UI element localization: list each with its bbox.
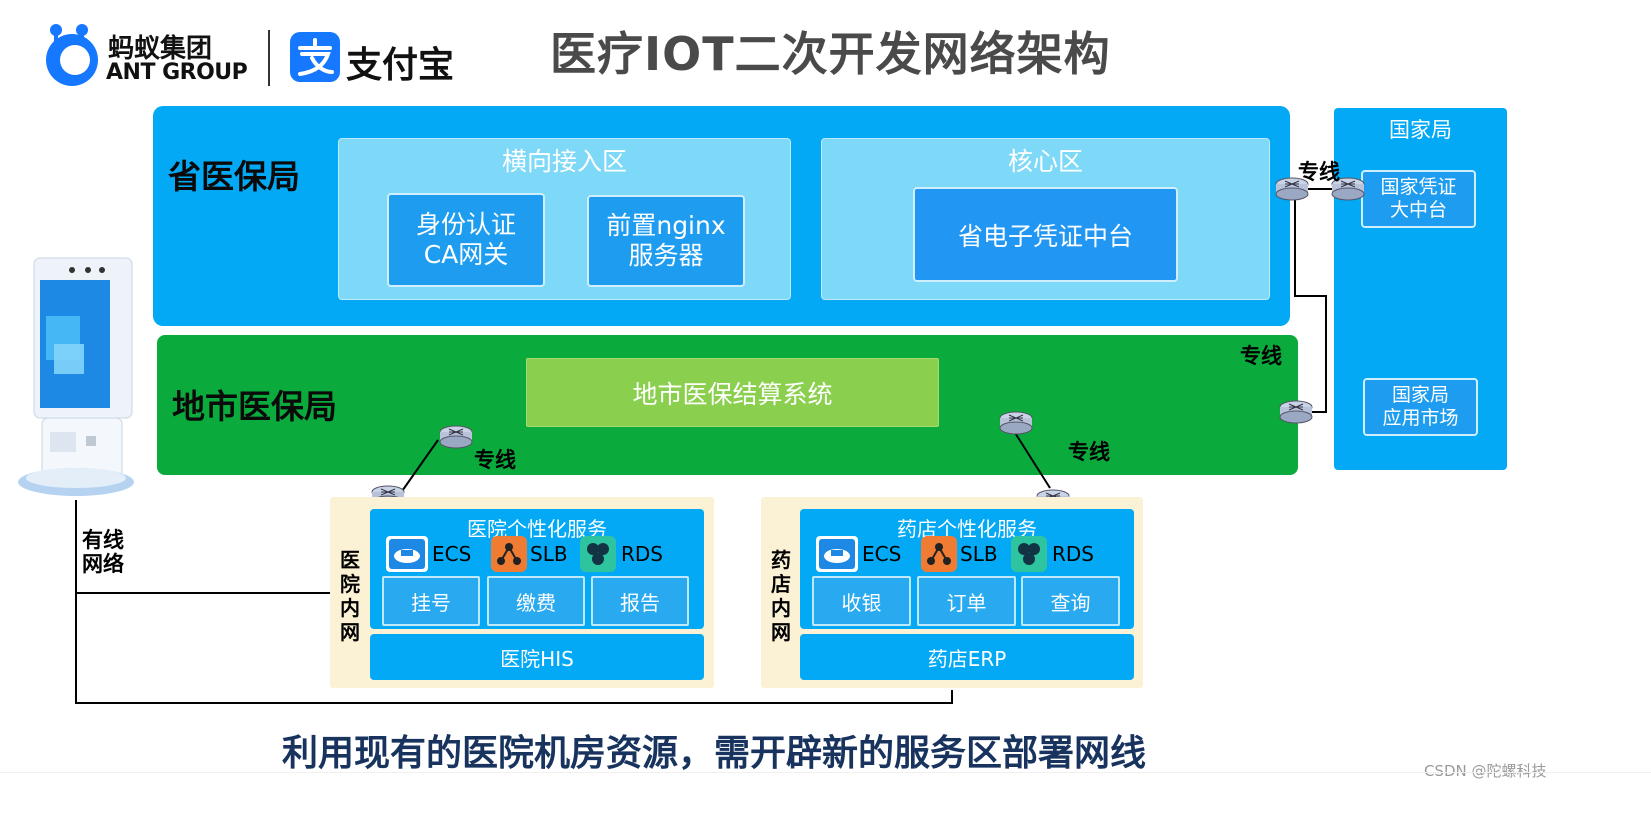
hospital-side-label: 医 院 内 网: [340, 548, 360, 644]
logo-divider: [268, 30, 270, 86]
kiosk-illustration: [18, 257, 134, 496]
nginx-line1: 前置nginx: [606, 211, 726, 240]
icon-label: SLB: [960, 542, 998, 566]
nginx-box: 前置nginx 服务器: [587, 195, 745, 287]
ca-gateway-line2: CA网关: [423, 240, 509, 269]
ant-en-text: ANT GROUP: [106, 60, 248, 85]
query-cell: 查询: [1021, 576, 1120, 626]
national-market-line1: 国家局: [1391, 384, 1449, 406]
wired-line1: 有线: [82, 528, 124, 552]
pharmacy-side-label: 药 店 内 网: [771, 548, 791, 644]
dedicated-line-label: 专线: [1298, 160, 1340, 184]
ecs-icon: [816, 536, 858, 572]
router-icon: [999, 411, 1033, 435]
alipay-logo: 支付宝: [290, 32, 460, 86]
province-label: 省医保局: [168, 157, 300, 196]
wired-network-label: 有线 网络: [82, 528, 124, 576]
ant-cn-text: 蚂蚁集团: [108, 34, 213, 64]
router-icon: [1279, 400, 1313, 424]
router-icon: [1331, 177, 1365, 201]
dedicated-line-label: 专线: [474, 448, 516, 472]
router-icon: [439, 425, 473, 449]
side-char: 内: [771, 596, 791, 620]
bottom-rule: [0, 772, 1651, 773]
ecs-icon: [386, 536, 428, 572]
ant-logo-icon: [46, 24, 98, 86]
side-char: 内: [340, 596, 360, 620]
ca-gateway-line1: 身份认证: [415, 210, 516, 239]
nginx-line2: 服务器: [628, 241, 704, 270]
ca-gateway-box: 身份认证 CA网关: [387, 193, 545, 287]
ant-group-logo: 蚂蚁集团 ANT GROUP: [42, 22, 252, 92]
side-char: 医: [340, 548, 360, 572]
icon-label: ECS: [862, 542, 902, 566]
national-credential-box: 国家凭证 大中台: [1361, 170, 1476, 228]
province-credential-box: 省电子凭证中台: [913, 187, 1178, 282]
wired-line2: 网络: [82, 552, 124, 576]
hospital-his-box: 医院HIS: [370, 634, 704, 680]
payment-cell: 缴费: [487, 576, 585, 626]
side-char: 院: [340, 572, 360, 596]
city-settlement-box: 地市医保结算系统: [526, 358, 939, 427]
slb-icon: [491, 536, 527, 572]
side-char: 店: [771, 572, 791, 596]
slb-icon: [921, 536, 957, 572]
alipay-icon: [290, 32, 340, 82]
cashier-cell: 收银: [812, 576, 911, 626]
national-title: 国家局: [1389, 118, 1452, 142]
icon-label: RDS: [621, 542, 663, 566]
page-title: 医疗IOT二次开发网络架构: [550, 27, 1111, 81]
router-icon: [1275, 177, 1309, 201]
bottom-caption: 利用现有的医院机房资源，需开辟新的服务区部署网线: [282, 733, 1147, 774]
icon-label: ECS: [432, 542, 472, 566]
access-zone-title: 横向接入区: [501, 147, 627, 176]
order-cell: 订单: [917, 576, 1016, 626]
report-cell: 报告: [591, 576, 689, 626]
register-cell: 挂号: [382, 576, 480, 626]
dedicated-line-label: 专线: [1068, 440, 1110, 464]
watermark: CSDN @陀螺科技: [1424, 762, 1547, 780]
core-zone-title: 核心区: [1007, 147, 1083, 176]
icon-label: RDS: [1052, 542, 1094, 566]
national-credential-line2: 大中台: [1389, 199, 1447, 221]
rds-icon: [1011, 536, 1047, 572]
alipay-text: 支付宝: [346, 45, 455, 86]
pharmacy-erp-box: 药店ERP: [800, 634, 1134, 680]
national-market-box: 国家局 应用市场: [1363, 378, 1478, 436]
rds-icon: [580, 536, 616, 572]
side-char: 药: [771, 548, 791, 572]
city-label: 地市医保局: [172, 387, 337, 426]
kiosk-device: [14, 256, 138, 501]
dedicated-line-label: 专线: [1240, 344, 1282, 368]
national-link-line: [1294, 190, 1327, 413]
side-char: 网: [771, 620, 791, 644]
icon-label: SLB: [530, 542, 568, 566]
national-market-line2: 应用市场: [1382, 407, 1459, 429]
side-char: 网: [340, 620, 360, 644]
national-credential-line1: 国家凭证: [1380, 176, 1457, 198]
pharmacy-service-title: 药店个性化服务: [897, 516, 1037, 541]
